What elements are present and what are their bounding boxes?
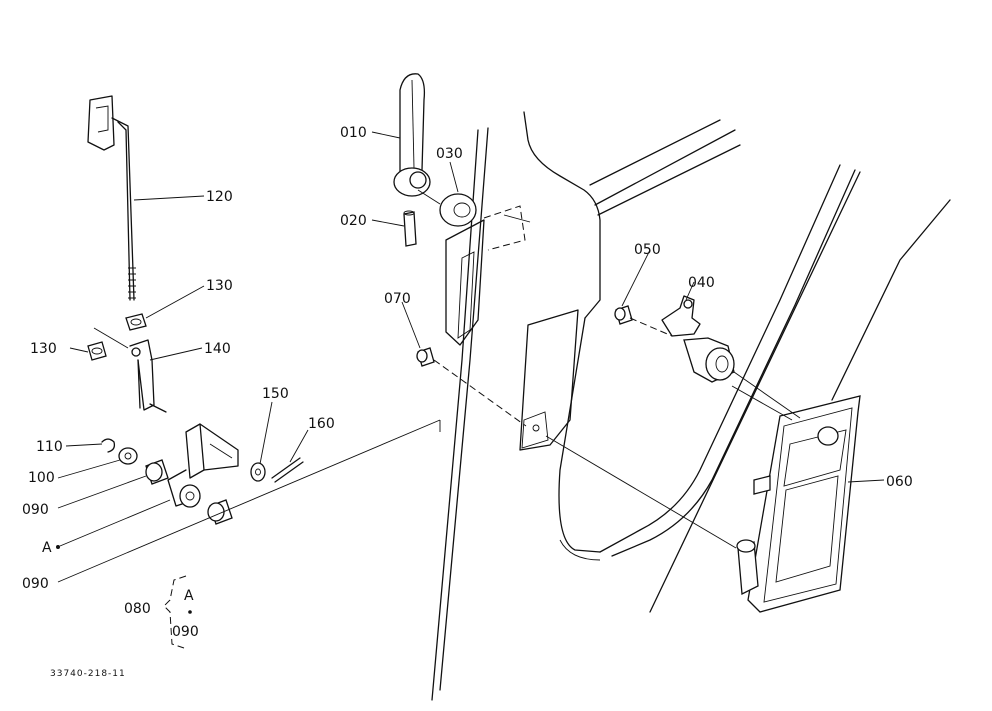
bracket-assembly-a <box>167 423 239 508</box>
latch-bracket-on-door <box>445 205 579 451</box>
outer-handle-060 <box>736 395 861 613</box>
label-090-upper: 090 <box>22 502 49 518</box>
label-020: 020 <box>340 213 367 229</box>
label-010: 010 <box>340 125 367 141</box>
legend-080: A 090 <box>163 575 199 649</box>
reference-a-dot <box>56 545 60 549</box>
legend-a-label: A <box>184 588 194 604</box>
label-160: 160 <box>308 416 335 432</box>
nut-130-left <box>87 341 107 361</box>
pin-160 <box>271 457 304 483</box>
door-panel-outline <box>431 111 951 701</box>
label-130-left: 130 <box>30 341 57 357</box>
label-100: 100 <box>28 470 55 486</box>
label-130-upper: 130 <box>206 278 233 294</box>
leader-lines <box>57 131 885 583</box>
legend-090-label: 090 <box>172 624 199 640</box>
label-090-lower: 090 <box>22 576 49 592</box>
label-050: 050 <box>634 242 661 258</box>
label-120: 120 <box>206 189 233 205</box>
reference-a-label: A <box>42 540 52 556</box>
clip-110 <box>101 438 116 453</box>
pin-020 <box>403 210 417 247</box>
legend-a-dot <box>188 610 192 614</box>
bushing-090-upper <box>145 459 169 485</box>
part-labels: 010 020 030 040 050 060 070 080 090 090 … <box>22 125 913 617</box>
label-060: 060 <box>886 474 913 490</box>
rod-120 <box>87 95 136 301</box>
label-030: 030 <box>436 146 463 162</box>
lock-040 <box>661 295 735 383</box>
label-140: 140 <box>204 341 231 357</box>
nut-130-upper <box>125 313 147 331</box>
label-110: 110 <box>36 439 63 455</box>
label-070: 070 <box>384 291 411 307</box>
assembly-lines <box>417 189 801 549</box>
bushing-090-lower <box>207 499 233 525</box>
lever-010 <box>393 73 431 197</box>
reference-a-marker: A <box>42 540 60 556</box>
label-080: 080 <box>124 601 151 617</box>
screw-070 <box>416 347 435 367</box>
label-040: 040 <box>688 275 715 291</box>
screw-050 <box>614 305 633 325</box>
washer-100 <box>118 447 138 465</box>
washer-030 <box>439 193 477 227</box>
drawing-code: 33740-218-11 <box>50 669 126 679</box>
lever-140 <box>93 327 167 413</box>
washer-150 <box>250 462 266 482</box>
label-150: 150 <box>262 386 289 402</box>
